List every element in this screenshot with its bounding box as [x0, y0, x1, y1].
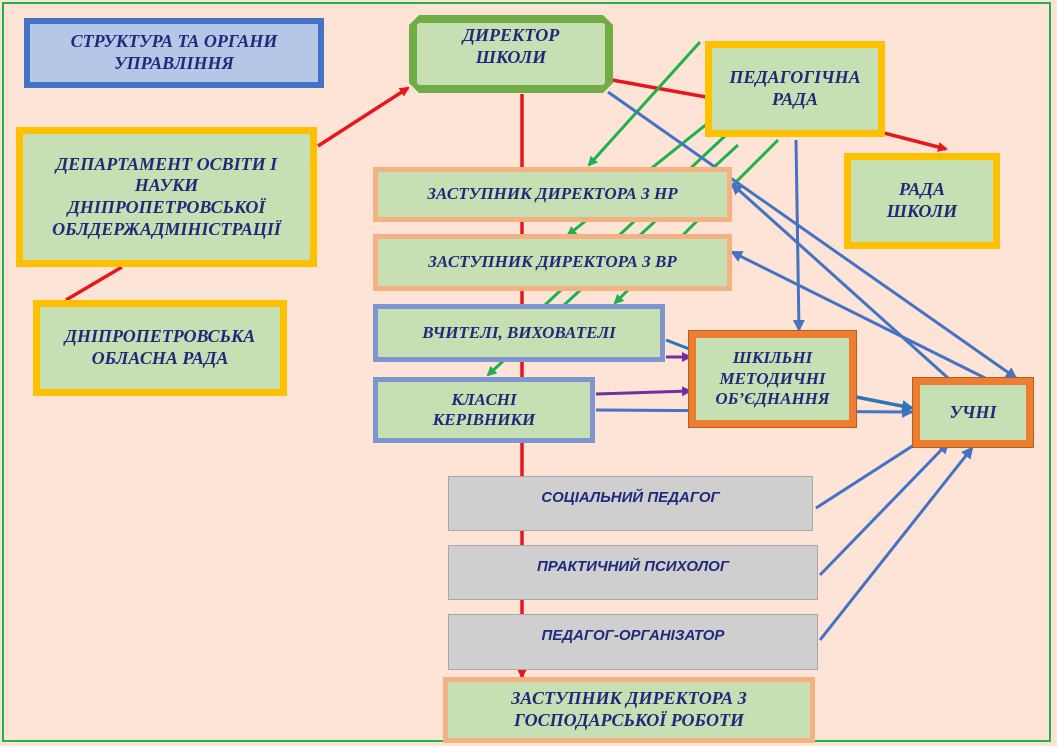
- arrow-teachers-methodical: [665, 338, 693, 352]
- diagram-title: СТРУКТУРА ТА ОРГАНИ УПРАВЛІННЯ: [24, 18, 324, 88]
- methodical-associations-node: ШКІЛЬНІ МЕТОДИЧНІ ОБ’ЄДНАННЯ: [688, 330, 857, 428]
- social-pedagogue-node: СОЦІАЛЬНИЙ ПЕДАГОГ: [448, 476, 813, 531]
- teachers-node: ВЧИТЕЛІ, ВИХОВАТЕЛІ: [373, 304, 665, 362]
- pupils-node: УЧНІ: [912, 377, 1034, 448]
- arrow-organizer-pupils: [818, 446, 974, 641]
- pedagogue-organizer-node: ПЕДАГОГ-ОРГАНІЗАТОР: [448, 614, 818, 670]
- class-leaders-node: КЛАСНІ КЕРІВНИКИ: [373, 377, 595, 443]
- arrow-methodical-pupils: [855, 395, 914, 412]
- school-council-node: РАДА ШКОЛИ: [844, 153, 1000, 249]
- deputy-vr-node: ЗАСТУПНИК ДИРЕКТОРА З ВР: [373, 234, 732, 291]
- director-bevel: [409, 15, 613, 93]
- deputy-nr-node: ЗАСТУПНИК ДИРЕКТОРА З НР: [373, 167, 732, 222]
- arrow-psychologist-pupils: [818, 441, 950, 577]
- arrow-green-nr: [587, 40, 702, 167]
- arrow-pupils-nr: [730, 182, 950, 380]
- arrow-ped-council-school-council: [883, 131, 948, 152]
- arrow-director-pupils: [607, 90, 1018, 380]
- arrow-department-director: [317, 86, 410, 148]
- arrow-pupils-vr: [730, 250, 986, 380]
- regional-council-node: ДНІПРОПЕТРОВСЬКА ОБЛАСНА РАДА: [33, 300, 287, 396]
- director-node: ДИРЕКТОР ШКОЛИ: [409, 15, 613, 93]
- ped-council-node: ПЕДАГОГІЧНА РАДА: [705, 41, 885, 137]
- arrow-social-pupils: [815, 434, 930, 510]
- arrow-ped-council-methodical: [792, 139, 805, 332]
- arrow-leaders-methodical-purple: [595, 386, 692, 397]
- deputy-household-node: ЗАСТУПНИК ДИРЕКТОРА З ГОСПОДАРСЬКОЇ РОБО…: [443, 677, 815, 743]
- psychologist-node: ПРАКТИЧНИЙ ПСИХОЛОГ: [448, 545, 818, 600]
- department-node: ДЕПАРТАМЕНТ ОСВІТИ І НАУКИ ДНІПРОПЕТРОВС…: [16, 127, 317, 267]
- line-regional-department: [65, 265, 123, 302]
